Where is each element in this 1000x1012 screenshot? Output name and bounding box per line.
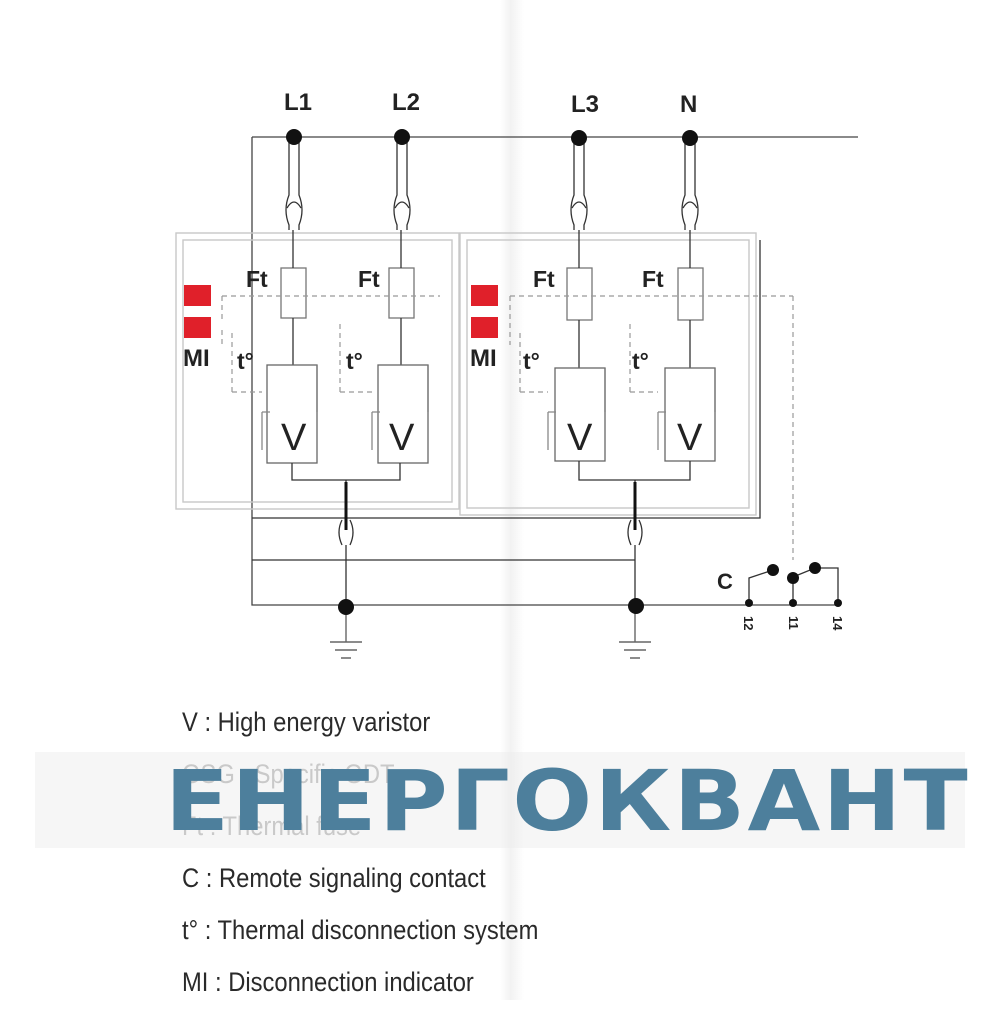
pole-n: [657, 137, 716, 462]
earth-dot-left: [338, 599, 354, 615]
terminal-dot-l3: [571, 130, 587, 146]
varistor-label-n: V: [677, 417, 703, 459]
legend-item-thermal-fuse: Ft : Thermal fuse: [182, 811, 362, 841]
terminal-label-l3: L3: [571, 91, 599, 118]
thermal-linkage-dashed: [221, 295, 794, 560]
legend-item-thermal-system: t° : Thermal disconnection system: [182, 915, 539, 945]
contact-label: C: [717, 569, 733, 594]
earth-wiring: [252, 240, 761, 607]
pole-l2: [371, 137, 429, 464]
pole-l3: [547, 137, 606, 462]
earth-dot-right: [628, 598, 644, 614]
varistor-label-l3: V: [567, 417, 593, 459]
ft-label-l2: Ft: [358, 266, 380, 292]
terminal-label-l1: L1: [284, 89, 312, 116]
varistor-label-l2: V: [389, 417, 415, 459]
ft-label-l1: Ft: [246, 266, 268, 292]
thermal-label-n: t°: [632, 348, 649, 374]
varistor-label-l1: V: [281, 417, 307, 459]
ground-symbol-right: [619, 607, 651, 659]
ft-label-n: Ft: [642, 266, 664, 292]
indicator-label-right: MI: [470, 345, 497, 372]
legend-item-gdt: GSG : Specific GDT: [182, 759, 395, 789]
thermal-label-l2: t°: [346, 348, 363, 374]
pole-l1: [261, 137, 318, 464]
legend: V : High energy varistor GSG : Specific …: [182, 700, 538, 1012]
circuit-diagram: L1 L2 L3 N Ft Ft Ft Ft t° t° t° t° V V V…: [175, 89, 858, 659]
module-frame-right: [459, 232, 757, 516]
contact-pin-11: 11: [786, 616, 801, 630]
legend-item-indicator: MI : Disconnection indicator: [182, 967, 474, 997]
contact-pin-12: 12: [741, 616, 756, 630]
legend-item-remote-contact: C : Remote signaling contact: [182, 863, 486, 893]
module-frame-left: [175, 232, 460, 510]
indicator-right: [471, 285, 498, 338]
terminal-dot-n: [682, 130, 698, 146]
terminal-label-n: N: [680, 91, 697, 118]
watermark-logo: ЕНЕРГОКВАНТ: [164, 752, 970, 850]
terminal-label-l2: L2: [392, 89, 420, 116]
ft-label-l3: Ft: [533, 266, 555, 292]
terminal-dot-l1: [286, 129, 302, 145]
legend-item-varistor: V : High energy varistor: [182, 707, 431, 737]
contact-pin-14: 14: [830, 616, 845, 631]
thermal-label-l1: t°: [237, 348, 254, 374]
thermal-label-l3: t°: [523, 348, 540, 374]
indicator-left: [184, 285, 211, 338]
ground-symbol-left: [330, 607, 362, 659]
page-fold-shadow: [500, 0, 524, 1000]
watermark-band: [35, 752, 965, 848]
terminal-dot-l2: [394, 129, 410, 145]
remote-contact-dots: [745, 562, 842, 607]
indicator-label-left: MI: [183, 345, 210, 372]
terminal-dots: [286, 129, 698, 615]
